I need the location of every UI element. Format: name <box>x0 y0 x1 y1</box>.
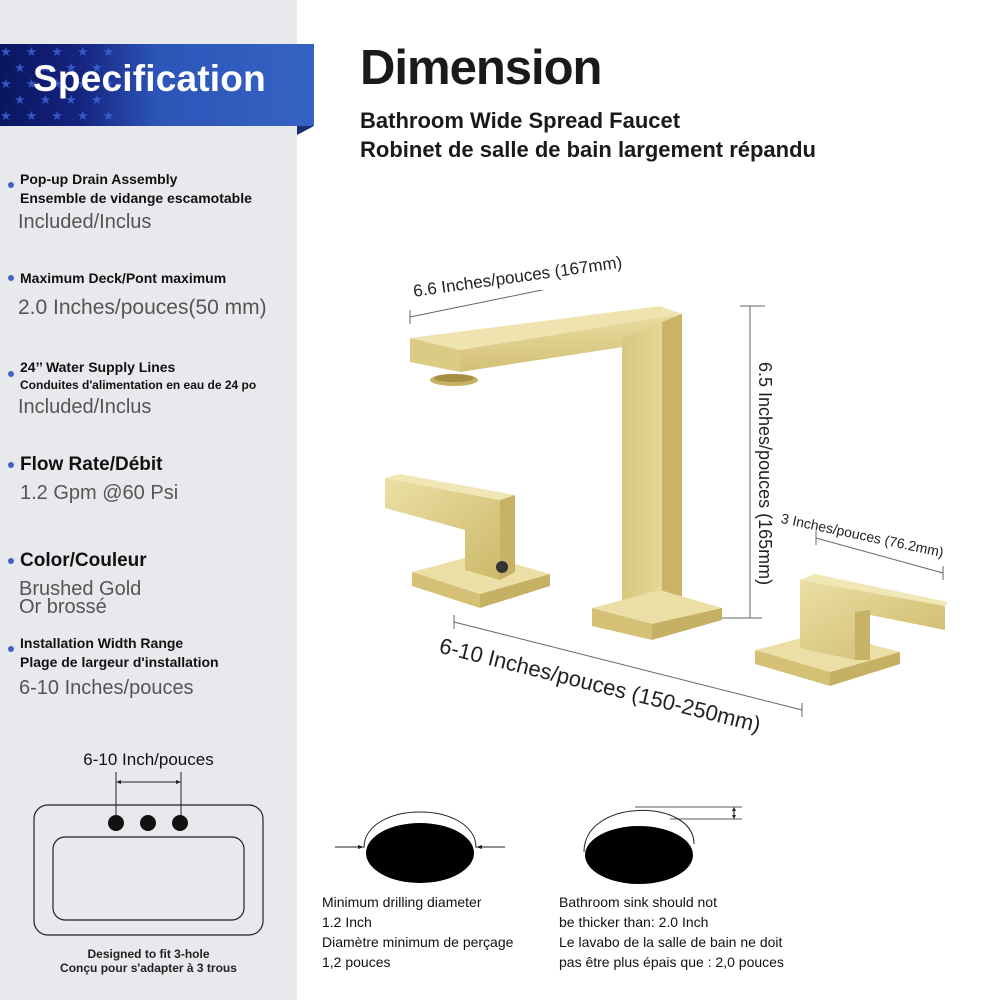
drilling-note-line2: 1.2 Inch <box>322 914 372 930</box>
drilling-note: Minimum drilling diameter 1.2 Inch Diamè… <box>322 892 513 972</box>
spec-label-en: Pop-up Drain Assembly <box>20 171 178 187</box>
subtitle-fr: Robinet de salle de bain largement répan… <box>360 137 816 162</box>
spec-item-install-width: Installation Width Range Plage de largeu… <box>8 634 219 700</box>
spec-label-en: Flow Rate/Débit <box>20 454 163 475</box>
sink-caption: Designed to fit 3-hole Conçu pour s'adap… <box>0 947 297 975</box>
spec-label-fr: Conduites d'alimentation en eau de 24 po <box>20 378 257 392</box>
bullet-icon <box>8 275 14 281</box>
bullet-icon <box>8 462 14 468</box>
spec-label-en: Installation Width Range <box>20 635 184 651</box>
spec-item-color: Color/Couleur Brushed Gold Or brossé <box>8 549 147 618</box>
subtitle-en: Bathroom Wide Spread Faucet <box>360 108 681 133</box>
spec-item-supply-lines: 24’’ Water Supply Lines Conduites d'alim… <box>8 358 256 419</box>
banner-fold <box>297 126 314 135</box>
spec-label-en: 24’’ Water Supply Lines <box>20 359 176 375</box>
spec-label-en: Maximum Deck/Pont maximum <box>20 270 227 286</box>
drilling-note-line3: Diamètre minimum de perçage <box>322 934 514 950</box>
spec-label-en: Color/Couleur <box>20 550 147 571</box>
thickness-note-line1: Bathroom sink should not <box>559 894 717 910</box>
thickness-note-line3: Le lavabo de la salle de bain ne doit <box>559 934 783 950</box>
specification-panel <box>0 0 297 1000</box>
thickness-note-line2: be thicker than: 2.0 Inch <box>559 914 709 930</box>
bullet-icon <box>8 371 14 377</box>
spec-item-drain: Pop-up Drain Assembly Ensemble de vidang… <box>8 170 252 234</box>
spout-height-label: 6.5 Inches/pouces (165mm) <box>755 362 775 586</box>
spec-value: 2.0 Inches/pouces(50 mm) <box>18 296 267 319</box>
spec-label-fr: Plage de largeur d'installation <box>20 654 219 670</box>
sink-width-label: 6-10 Inch/pouces <box>83 750 214 769</box>
spec-value: Included/Inclus <box>18 396 152 418</box>
banner-title: Specification <box>33 58 266 99</box>
spec-item-max-deck: Maximum Deck/Pont maximum 2.0 Inches/pou… <box>8 269 267 320</box>
drilling-diameter-diagram <box>335 811 505 883</box>
spec-value: 6-10 Inches/pouces <box>19 677 194 699</box>
page-subtitle: Bathroom Wide Spread Faucet Robinet de s… <box>360 106 816 164</box>
spec-value: 1.2 Gpm @60 Psi <box>20 482 179 504</box>
spec-value: Included/Inclus <box>18 211 152 233</box>
sink-caption-en: Designed to fit 3-hole <box>87 947 210 961</box>
sink-thickness-diagram <box>583 806 742 884</box>
spec-value-line2: Or brossé <box>19 596 107 618</box>
specification-banner: ★★★★★★★★★★★★★★★★★★★★★★★ Specification <box>0 44 314 126</box>
sink-caption-fr: Conçu pour s'adapter à 3 trous <box>60 961 237 975</box>
thickness-note-line4: pas être plus épais que : 2,0 pouces <box>559 954 784 970</box>
faucet-illustration <box>385 290 948 717</box>
drilling-note-line4: 1,2 pouces <box>322 954 391 970</box>
bullet-icon <box>8 646 14 652</box>
spec-label-fr: Ensemble de vidange escamotable <box>20 190 252 206</box>
spec-item-flow-rate: Flow Rate/Débit 1.2 Gpm @60 Psi <box>8 453 178 505</box>
stars-decoration-icon: ★★★★★★★★★★★★★★★★★★★★★★★ <box>0 44 129 123</box>
bullet-icon <box>8 558 14 564</box>
drilling-note-line1: Minimum drilling diameter <box>322 894 482 910</box>
sink-diagram <box>33 772 264 936</box>
thickness-note: Bathroom sink should not be thicker than… <box>559 892 784 972</box>
bullet-icon <box>8 182 14 188</box>
page-title: Dimension <box>360 41 602 95</box>
spec-value-line1: Brushed Gold <box>19 578 142 600</box>
